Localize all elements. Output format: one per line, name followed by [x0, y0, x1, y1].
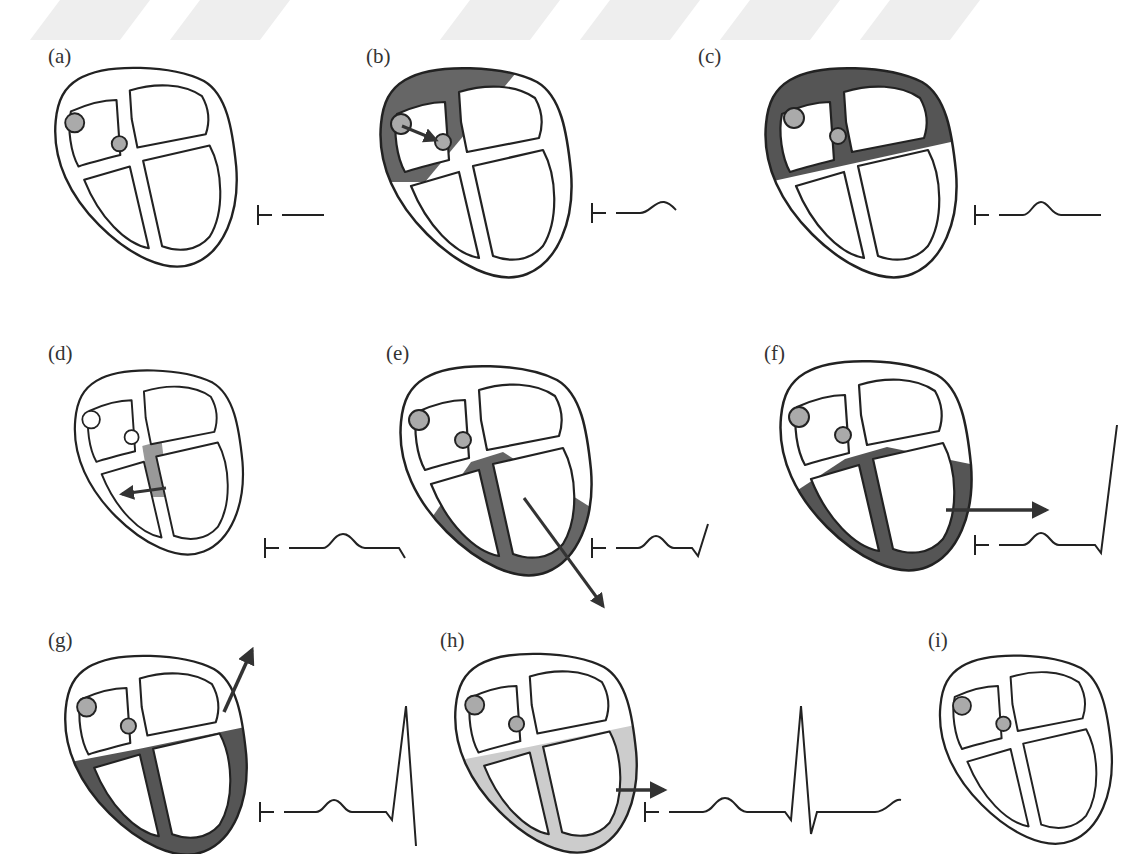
ecg-trace — [265, 534, 405, 558]
panel-label: (a) — [48, 46, 71, 67]
conduction-arrow — [616, 788, 664, 792]
heart — [455, 654, 637, 853]
ecg-trace — [258, 205, 324, 225]
panel-label: (e) — [386, 343, 409, 364]
heart — [380, 68, 571, 277]
heart — [940, 656, 1112, 844]
ecg-trace — [592, 524, 708, 558]
panel-label: (d) — [48, 343, 73, 364]
conduction-arrow — [402, 126, 436, 140]
panel-label: (b) — [366, 46, 391, 67]
ecg-trace — [975, 425, 1117, 555]
heart — [65, 656, 247, 854]
heart — [780, 361, 971, 570]
ecg-trace — [260, 706, 416, 846]
conduction-arrow — [946, 508, 1046, 512]
panel-label: (f) — [764, 343, 785, 364]
ecg-trace — [592, 202, 676, 223]
conduction-arrow — [122, 488, 166, 494]
watermark-stripes — [30, 0, 980, 40]
panel-label: (g) — [48, 630, 73, 651]
panel-label: (c) — [698, 46, 721, 67]
heart — [400, 366, 591, 575]
heart — [55, 68, 237, 267]
ecg-trace — [975, 202, 1101, 225]
panel-label: (h) — [440, 630, 465, 651]
heart — [765, 68, 956, 277]
ecg-trace — [645, 706, 901, 834]
conduction-arrow — [224, 650, 252, 712]
heart — [75, 370, 243, 554]
panel-label: (i) — [928, 630, 948, 651]
